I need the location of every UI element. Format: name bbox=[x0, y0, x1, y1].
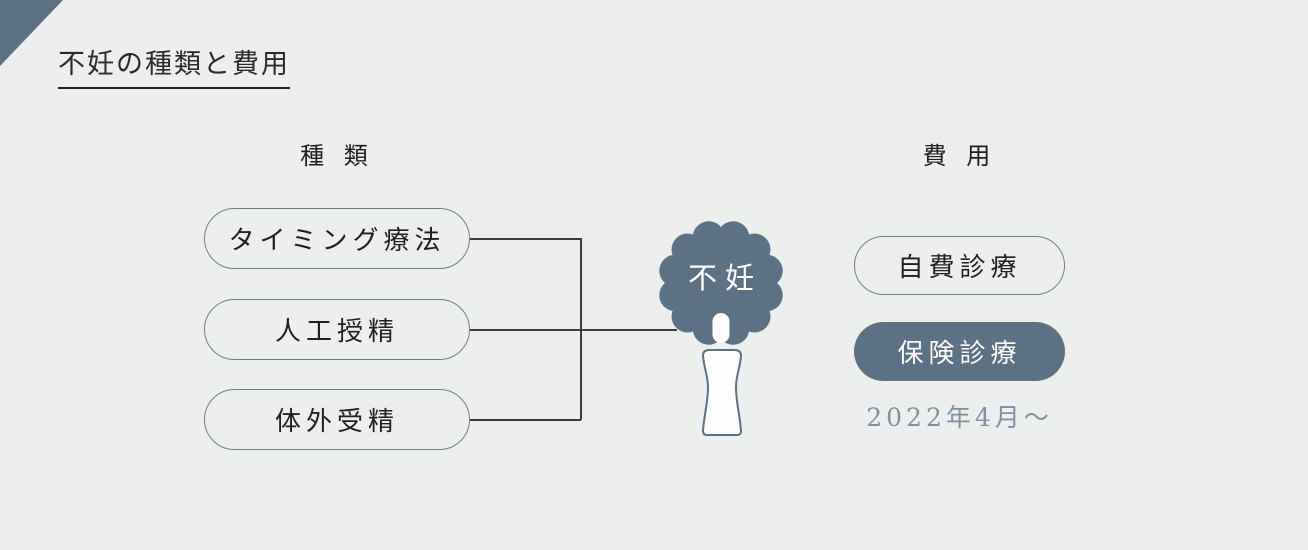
type-pill-label: 人工授精 bbox=[274, 317, 399, 347]
infertility-badge-label: 不妊 bbox=[687, 261, 762, 295]
cost-pill-self-pay: 自費診療 bbox=[854, 236, 1065, 295]
infertility-badge: 不妊 bbox=[653, 215, 789, 351]
types-column-header: 種 類 bbox=[300, 142, 374, 170]
connector-line-top bbox=[470, 238, 581, 240]
page-title: 不妊の種類と費用 bbox=[58, 42, 290, 89]
costs-column-header: 費 用 bbox=[922, 142, 997, 170]
type-pill-timing-therapy: タイミング療法 bbox=[204, 208, 470, 269]
connector-line-vertical bbox=[580, 238, 582, 420]
flower-badge-icon bbox=[659, 221, 783, 345]
corner-triangle-decoration bbox=[0, 0, 63, 66]
insurance-start-note: 2022年4月〜 bbox=[866, 403, 1053, 432]
vase-icon bbox=[699, 349, 745, 438]
type-pill-ivf: 体外受精 bbox=[204, 389, 470, 450]
cost-pill-label: 自費診療 bbox=[897, 253, 1022, 283]
type-pill-label: タイミング療法 bbox=[228, 226, 446, 256]
cost-pill-insurance: 保険診療 bbox=[854, 322, 1065, 381]
type-pill-label: 体外受精 bbox=[274, 407, 399, 437]
connector-line-bottom bbox=[470, 419, 581, 421]
connector-line-middle bbox=[470, 329, 677, 331]
type-pill-artificial-insemination: 人工授精 bbox=[204, 299, 470, 360]
cost-pill-label: 保険診療 bbox=[897, 339, 1022, 369]
